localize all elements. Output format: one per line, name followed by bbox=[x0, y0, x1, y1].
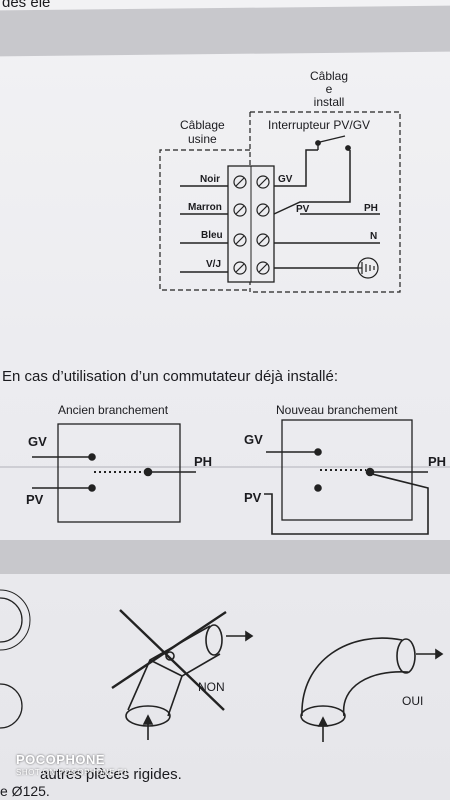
oui-label: OUI bbox=[402, 694, 424, 708]
watermark-shot: SHOT ON POCOPHONE F1 bbox=[16, 768, 129, 777]
terminal-label-noir: Noir bbox=[200, 174, 220, 185]
paper-fold bbox=[0, 466, 450, 468]
footer-line-2: e Ø125. bbox=[0, 783, 50, 799]
terminal-label-vj: V/J bbox=[206, 259, 222, 270]
screw-icon bbox=[256, 203, 270, 217]
arrow-right-icon bbox=[416, 648, 444, 660]
camera-watermark: POCOPHONE SHOT ON POCOPHONE F1 bbox=[16, 752, 128, 777]
terminal-label-bleu: Bleu bbox=[201, 230, 223, 241]
old-wiring-box bbox=[57, 423, 181, 523]
screw-icon bbox=[233, 203, 247, 217]
wire-label-gv: GV bbox=[278, 174, 293, 185]
screw-icon bbox=[233, 261, 247, 275]
terminal-label-marron: Marron bbox=[188, 202, 222, 213]
earth-icon bbox=[357, 257, 379, 279]
wire-pv bbox=[273, 150, 351, 215]
duct-elbow-non bbox=[125, 624, 223, 727]
header-cut-text: des élé bbox=[2, 0, 51, 11]
install-wiring-dashed-box bbox=[250, 111, 401, 293]
new-pv-wire bbox=[264, 473, 429, 535]
watermark-brand: POCOPHONE bbox=[16, 752, 106, 767]
screw-icon bbox=[256, 233, 270, 247]
old-ph-label: PH bbox=[194, 454, 213, 469]
wire-label-ph: PH bbox=[364, 203, 378, 214]
factory-wiring-dashed-box bbox=[159, 149, 250, 291]
screw-icon bbox=[256, 261, 270, 275]
new-wiring-box bbox=[281, 419, 413, 521]
wire-gv bbox=[274, 149, 318, 187]
section-band bbox=[0, 540, 450, 574]
factory-wiring-label: Câblage usine bbox=[180, 118, 225, 146]
new-wiring-title: Nouveau branchement bbox=[276, 403, 398, 417]
terminal-screws bbox=[233, 175, 270, 275]
arrow-up-icon bbox=[317, 716, 329, 742]
new-gv-label: GV bbox=[244, 432, 263, 447]
old-gv-label: GV bbox=[28, 434, 47, 449]
arrow-up-icon bbox=[142, 714, 154, 740]
screw-icon bbox=[233, 175, 247, 189]
partial-circle-icon bbox=[0, 683, 23, 729]
switch-section-title: En cas d’utilisation d’un commutateur dé… bbox=[2, 368, 339, 385]
new-ph-label: PH bbox=[428, 454, 447, 469]
screw-icon bbox=[233, 233, 247, 247]
partial-circle-icon bbox=[0, 597, 23, 643]
arrow-right-icon bbox=[226, 630, 254, 642]
screw-icon bbox=[256, 175, 270, 189]
switch-pv-gv bbox=[315, 135, 351, 151]
old-pv-label: PV bbox=[26, 492, 44, 507]
wire-label-pv: PV bbox=[296, 204, 310, 215]
wire-label-n: N bbox=[370, 231, 378, 242]
switch-label: Interrupteur PV/GV bbox=[268, 118, 371, 132]
non-label: NON bbox=[198, 680, 225, 694]
cross-icon bbox=[111, 609, 227, 711]
old-wiring-title: Ancien branchement bbox=[58, 403, 169, 417]
footer-line-1: autres pièces rigides. bbox=[40, 766, 182, 783]
install-wiring-label: Câblag e install bbox=[310, 69, 349, 109]
duct-bend-oui bbox=[300, 637, 416, 727]
new-pv-label: PV bbox=[244, 490, 262, 505]
